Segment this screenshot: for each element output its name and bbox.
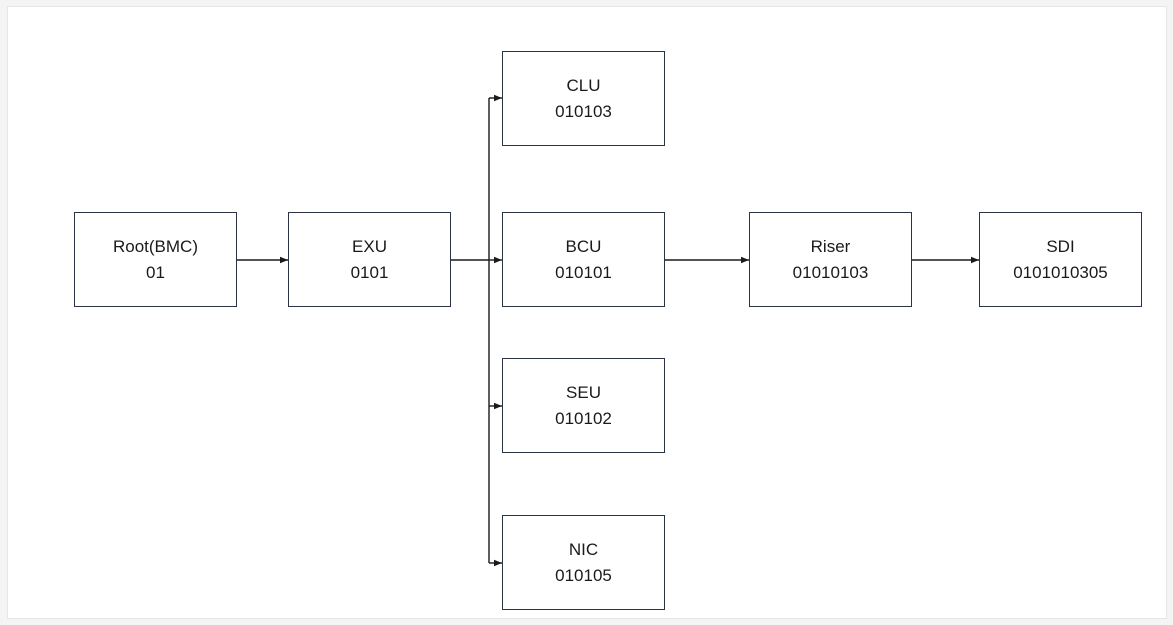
node-code: 0101 <box>350 262 389 282</box>
node-code: 010102 <box>555 408 612 428</box>
node-label: BCU <box>565 236 602 256</box>
node-label: NIC <box>568 539 599 559</box>
node-sdi: SDI 0101010305 <box>979 212 1142 307</box>
node-exu: EXU 0101 <box>288 212 451 307</box>
node-code: 010103 <box>555 101 612 121</box>
node-label: Root(BMC) <box>112 236 198 256</box>
node-code: 01010103 <box>792 262 869 282</box>
node-label: SEU <box>566 382 601 402</box>
node-code: 0101010305 <box>1013 262 1108 282</box>
node-label: Riser <box>810 236 851 256</box>
node-label: CLU <box>566 75 601 95</box>
node-nic: NIC 010105 <box>502 515 665 610</box>
node-code: 010105 <box>555 565 612 585</box>
node-label: EXU <box>352 236 387 256</box>
node-code: 01 <box>146 262 165 282</box>
node-clu: CLU 010103 <box>502 51 665 146</box>
node-bcu: BCU 010101 <box>502 212 665 307</box>
node-seu: SEU 010102 <box>502 358 665 453</box>
node-root-bmc: Root(BMC) 01 <box>74 212 237 307</box>
node-label: SDI <box>1046 236 1075 256</box>
node-code: 010101 <box>555 262 612 282</box>
node-riser: Riser 01010103 <box>749 212 912 307</box>
